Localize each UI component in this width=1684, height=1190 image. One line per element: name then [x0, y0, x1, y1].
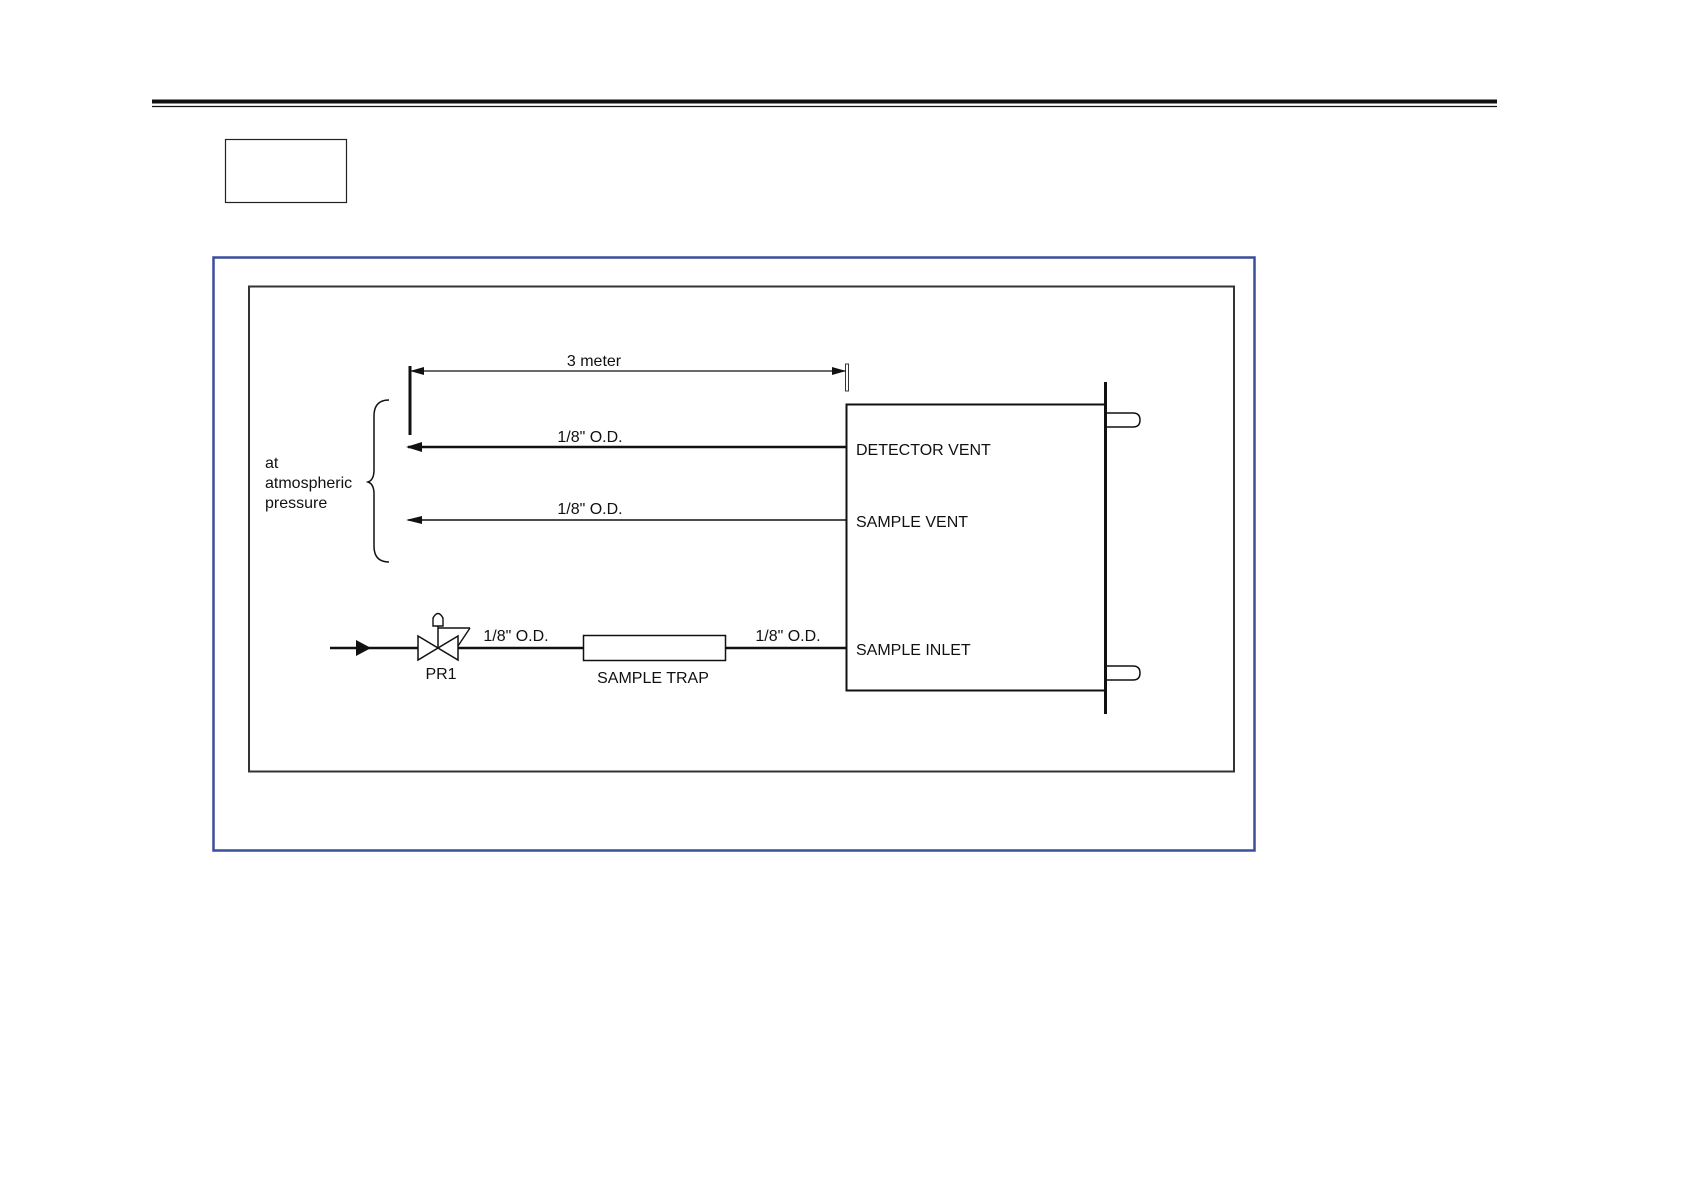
distance-dimension: [410, 364, 849, 435]
sample-trap-label: SAMPLE TRAP: [597, 670, 709, 687]
pressure-regulator-valve-icon: [418, 614, 470, 661]
header-empty-box: [226, 140, 347, 203]
port-sample-inlet-label: SAMPLE INLET: [856, 642, 971, 659]
header-rule: [152, 102, 1497, 107]
diagram-border: [249, 287, 1234, 772]
port-detector-vent-label: DETECTOR VENT: [856, 442, 991, 459]
trap-to-inlet-tube-label: 1/8" O.D.: [755, 628, 820, 645]
detector-vent-line: [406, 442, 846, 452]
instrument-handle-top: [1107, 413, 1140, 427]
atmospheric-label-line3: pressure: [265, 495, 327, 512]
instrument-handle-bottom: [1107, 666, 1140, 680]
flow-direction-arrow-icon: [356, 640, 371, 656]
atmospheric-label-line2: atmospheric: [265, 475, 352, 492]
sample-trap: [584, 636, 726, 661]
sample-vent-tube-label: 1/8" O.D.: [557, 501, 622, 518]
sample-vent-line: [406, 516, 846, 524]
detector-vent-tube-label: 1/8" O.D.: [557, 429, 622, 446]
port-sample-vent-label: SAMPLE VENT: [856, 514, 968, 531]
valve-label: PR1: [425, 666, 456, 683]
valve-to-trap-tube-label: 1/8" O.D.: [483, 628, 548, 645]
atmospheric-brace: [368, 400, 389, 562]
distance-label: 3 meter: [567, 353, 622, 370]
atmospheric-label-line1: at: [265, 455, 279, 472]
figure-frame: [214, 258, 1255, 851]
